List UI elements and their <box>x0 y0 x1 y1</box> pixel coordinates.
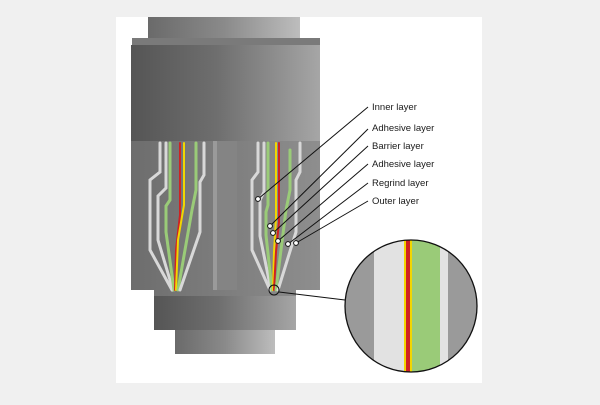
zoom-regrind-layer <box>412 240 440 372</box>
leader-lines <box>255 106 369 247</box>
die-body <box>131 45 320 142</box>
left-channel-barrier <box>174 142 181 291</box>
zoom-connector <box>278 291 346 301</box>
leader-line-inner <box>257 106 369 200</box>
label-barrier-layer: Barrier layer <box>372 141 424 152</box>
die-base-ring <box>154 296 296 330</box>
left-channel-inner <box>148 141 174 292</box>
leader-line-barrier <box>272 145 369 234</box>
leader-line-adhesive-2 <box>277 163 369 242</box>
leader-line-adhesive-1 <box>269 128 369 227</box>
zoom-circle-border <box>344 239 478 373</box>
die-top-cap <box>148 17 300 39</box>
right-channel-barrier <box>273 142 280 291</box>
right-channel-inner <box>250 141 272 292</box>
zoom-adhesive-layer-1 <box>404 240 406 372</box>
label-adhesive-layer-1: Adhesive layer <box>372 123 434 134</box>
zoom-inner-layer <box>374 240 404 372</box>
label-outer-layer: Outer layer <box>372 196 419 207</box>
leader-line-regrind <box>287 182 369 245</box>
zoom-outer-layer <box>440 240 448 372</box>
zoom-adhesive-layer-2 <box>410 240 412 372</box>
left-channel-inner-3 <box>178 141 206 292</box>
zoom-marker <box>268 284 280 296</box>
leader-dot-barrier <box>270 230 276 236</box>
label-inner-layer: Inner layer <box>372 102 417 113</box>
label-adhesive-layer-2: Adhesive layer <box>372 159 434 170</box>
leader-dot-regrind <box>285 241 291 247</box>
label-regrind-layer: Regrind layer <box>372 178 429 189</box>
left-flow-channels <box>148 141 206 292</box>
leader-dot-outer <box>293 240 299 246</box>
left-channel-inner-2 <box>156 141 175 292</box>
leader-dot-adhesive-1 <box>267 223 273 229</box>
die-bottom-stub <box>175 330 275 354</box>
leader-dot-adhesive-2 <box>275 238 281 244</box>
left-channel-outer <box>176 141 198 292</box>
right-channel-inner-3 <box>276 141 302 292</box>
right-channel-outer <box>274 148 292 292</box>
leader-dot-inner <box>255 196 261 202</box>
left-channel-adhesive <box>175 142 185 291</box>
left-channel-regrind <box>164 141 176 292</box>
zoom-barrier-layer <box>406 240 410 372</box>
leader-line-outer <box>295 200 369 244</box>
right-channel-regrind <box>264 141 274 292</box>
die-top-rim <box>132 38 320 46</box>
mandrel-highlight <box>213 141 217 290</box>
layer-labels: Inner layer Adhesive layer Barrier layer… <box>372 102 434 207</box>
